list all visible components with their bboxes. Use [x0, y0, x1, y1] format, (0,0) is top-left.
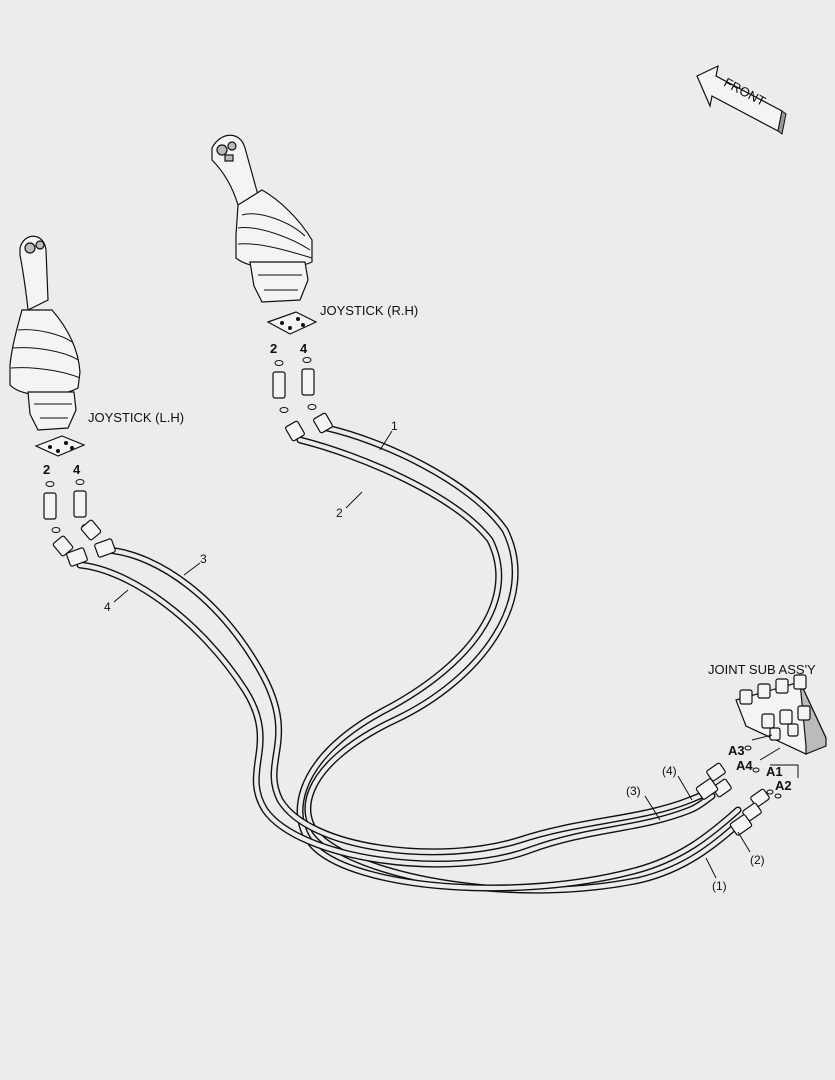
callout-p4: (4) [662, 764, 677, 778]
joint-port-a2: A2 [775, 778, 792, 793]
joint-sub-assy-label: JOINT SUB ASS'Y [708, 662, 816, 677]
front-arrow-icon: FRONT [696, 64, 787, 135]
joint-port-a4: A4 [736, 758, 753, 773]
callout-p2: (2) [750, 853, 765, 867]
hose-group [76, 424, 749, 894]
hose-2 [296, 436, 742, 892]
callout-3: 3 [200, 552, 207, 566]
callout-p1: (1) [712, 879, 727, 893]
lh-port-2: 2 [43, 462, 50, 477]
callout-leaders [113, 430, 751, 879]
callout-p3: (3) [626, 784, 641, 798]
joystick-lh [9, 235, 116, 567]
callout-2: 2 [336, 506, 343, 520]
joint-port-a1: A1 [766, 764, 783, 779]
callout-1: 1 [391, 419, 398, 433]
joint-port-a3: A3 [728, 743, 745, 758]
joystick-rh [211, 134, 333, 442]
lh-port-4: 4 [73, 462, 81, 477]
joystick-lh-label: JOYSTICK (L.H) [88, 410, 184, 425]
joystick-rh-label: JOYSTICK (R.H) [320, 303, 418, 318]
callout-4: 4 [104, 600, 111, 614]
joint-sub-assy [695, 674, 827, 836]
hose-1 [304, 424, 749, 894]
rh-port-2: 2 [270, 341, 277, 356]
rh-port-4: 4 [300, 341, 308, 356]
